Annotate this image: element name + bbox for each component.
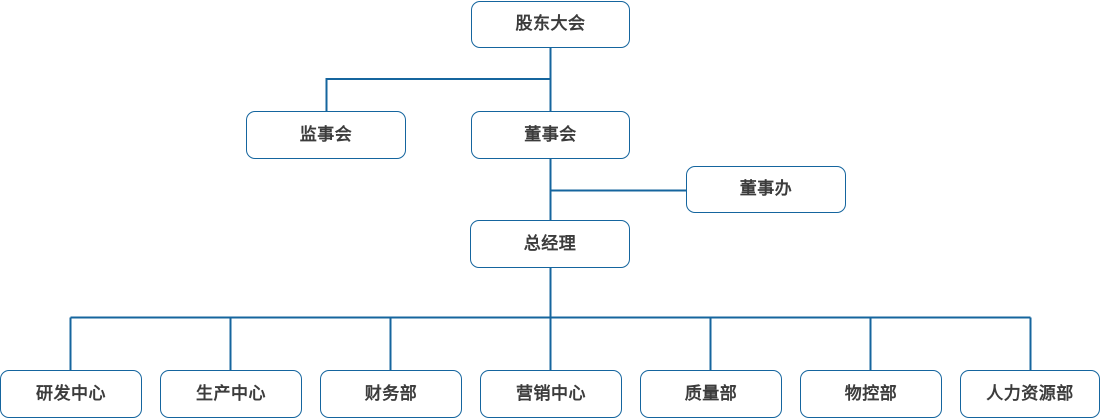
connector-shareholders-to-supervisors xyxy=(325,78,551,111)
node-label-shareholders: 股东大会 xyxy=(515,14,586,34)
node-label-hr-dept: 人力资源部 xyxy=(986,383,1074,404)
node-label-general-manager: 总经理 xyxy=(523,233,577,254)
node-quality-dept[interactable]: 质量部 xyxy=(640,370,782,418)
node-shareholders[interactable]: 股东大会 xyxy=(471,1,630,48)
node-marketing-center[interactable]: 营销中心 xyxy=(480,370,622,418)
node-label-quality-dept: 质量部 xyxy=(684,383,738,404)
node-hr-dept[interactable]: 人力资源部 xyxy=(960,370,1100,418)
node-label-directors: 董事会 xyxy=(524,124,577,145)
node-production-center[interactable]: 生产中心 xyxy=(160,370,302,418)
node-label-production-center: 生产中心 xyxy=(196,383,266,404)
node-general-manager[interactable]: 总经理 xyxy=(470,220,630,268)
node-material-control-dept[interactable]: 物控部 xyxy=(800,370,942,418)
node-label-rnd-center: 研发中心 xyxy=(36,383,106,404)
node-label-marketing-center: 营销中心 xyxy=(516,383,586,404)
node-finance-dept[interactable]: 财务部 xyxy=(320,370,462,418)
node-label-board-office: 董事办 xyxy=(739,179,793,199)
node-label-material-control-dept: 物控部 xyxy=(844,383,898,404)
node-directors[interactable]: 董事会 xyxy=(471,111,630,159)
node-rnd-center[interactable]: 研发中心 xyxy=(0,370,142,418)
node-label-supervisors: 监事会 xyxy=(299,124,353,145)
node-label-finance-dept: 财务部 xyxy=(364,383,418,404)
node-board-office[interactable]: 董事办 xyxy=(686,166,846,213)
node-supervisors[interactable]: 监事会 xyxy=(246,111,406,159)
